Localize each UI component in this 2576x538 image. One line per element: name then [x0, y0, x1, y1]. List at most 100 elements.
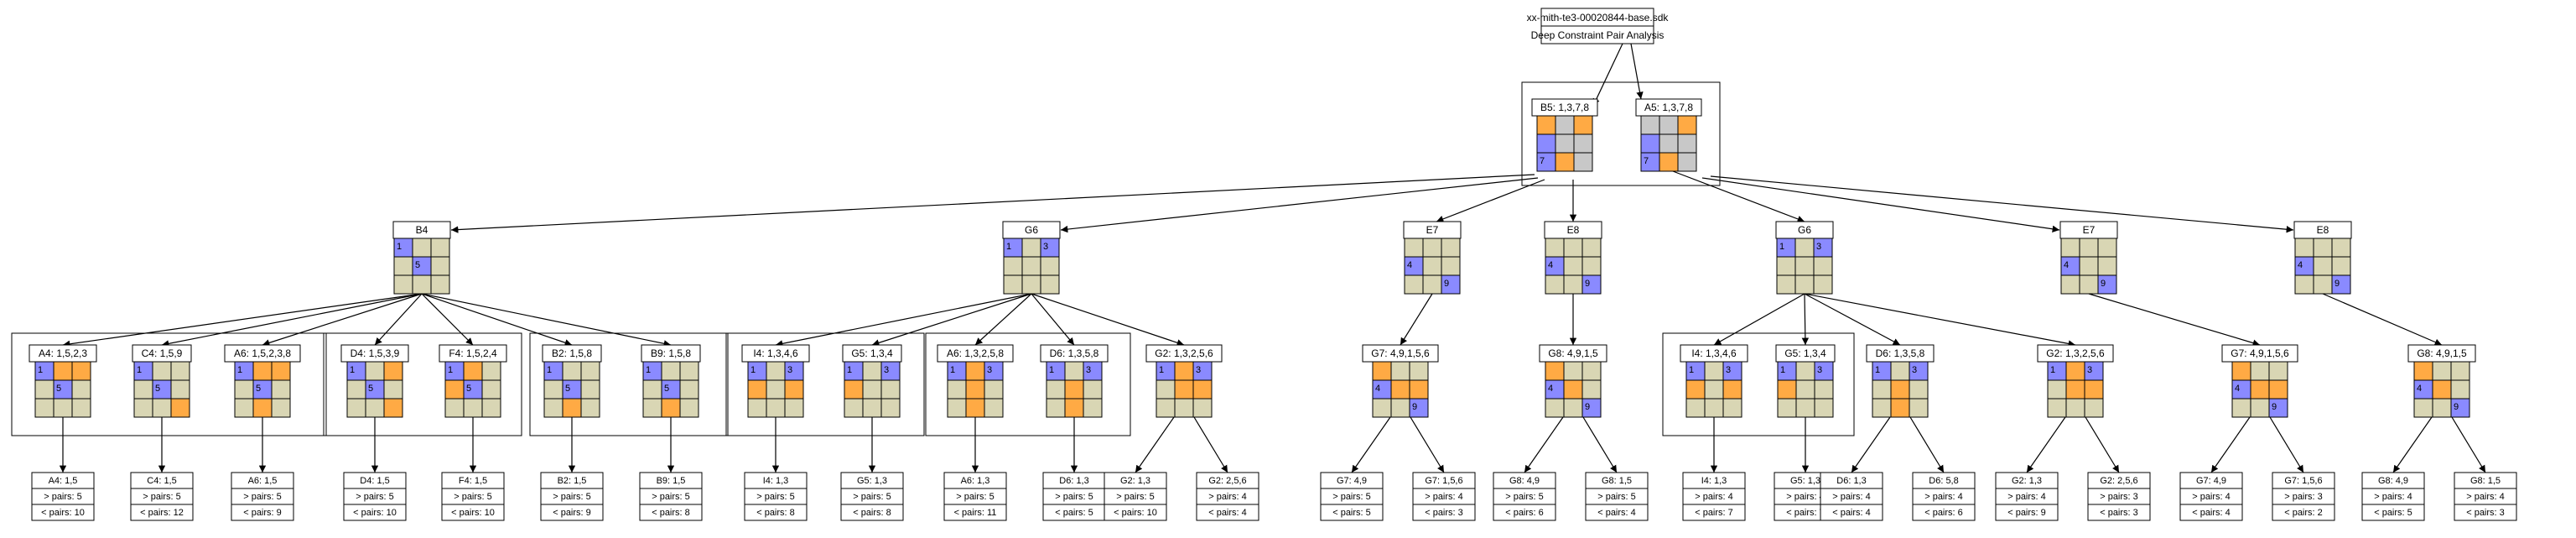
cell-number: 4: [1407, 260, 1412, 270]
grid-cell: [1003, 274, 1023, 295]
grid-cell: [383, 398, 403, 418]
groups-layer: [11, 81, 1855, 436]
edge-l2-stats: [1410, 416, 1445, 473]
stats-node: G2: 2,5,6> pairs: 3< pairs: 3: [2087, 472, 2151, 521]
cell-number: 1: [1159, 365, 1164, 375]
grid-cell: [1404, 238, 1424, 258]
edge-l2-stats: [2085, 416, 2120, 473]
stats-node: B2: 1,5> pairs: 5< pairs: 9: [540, 472, 604, 521]
stats-line: I4: 1,3: [1701, 476, 1727, 486]
grid-cell: [1704, 361, 1724, 381]
stats-line: B2: 1,5: [558, 476, 587, 486]
cell-number: 5: [466, 384, 471, 394]
grid-cell: [2432, 379, 2452, 400]
grid-cell: [2079, 238, 2099, 258]
root-node-0: B5: 1,3,7,87: [1531, 98, 1598, 172]
grid-cell: [2060, 274, 2080, 295]
node-label: A5: 1,3,7,8: [1644, 102, 1693, 113]
grid-cell: [1555, 115, 1575, 135]
grid-cell: [1872, 398, 1892, 418]
grid-cell: [1536, 115, 1556, 135]
node-label: G6: [1798, 224, 1811, 236]
node-label: A4: 1,5,2,3: [39, 347, 87, 359]
cell-number: 1: [750, 365, 756, 375]
stats-node: G7: 4,9> pairs: 4< pairs: 4: [2179, 472, 2243, 521]
grid-cell: [2432, 361, 2452, 381]
node-label: I4: 1,3,4,6: [1691, 347, 1737, 359]
edge-l2-stats: [1851, 416, 1891, 473]
stats-line: < pairs: 7: [1695, 508, 1733, 518]
grid-cell: [562, 361, 582, 381]
cell-number: 3: [1196, 365, 1201, 375]
grid-cell: [1581, 256, 1602, 276]
edge-l1-l2: [421, 293, 474, 346]
grid-cell: [2250, 361, 2270, 381]
grid-cell: [1409, 379, 1429, 400]
cell-number: 3: [1817, 365, 1822, 375]
grid-cell: [365, 398, 385, 418]
stats-line: < pairs: 3: [2100, 508, 2138, 518]
node-label: E7: [1426, 224, 1439, 236]
header-node: xx-mith-te3-00020844-base.sdk Deep Const…: [1527, 8, 1669, 44]
level2-node-6: B9: 1,5,815: [641, 344, 701, 418]
grid-cell: [1555, 133, 1575, 154]
grid-cell: [2047, 379, 2067, 400]
node-label: B9: 1,5,8: [651, 347, 691, 359]
stats-line: > pairs: 5: [454, 492, 492, 502]
edge-root-l1-6: [1710, 175, 2294, 233]
grid-cell: [679, 361, 699, 381]
cell-number: 1: [847, 365, 852, 375]
grid-cell: [1677, 152, 1697, 172]
grid-cell: [1890, 379, 1910, 400]
grid-cell: [71, 361, 91, 381]
cell-number: 1: [1875, 365, 1880, 375]
grid-cell: [463, 361, 483, 381]
grid-cell: [862, 361, 882, 381]
stats-line: > pairs: 5: [553, 492, 591, 502]
grid-cell: [1372, 398, 1392, 418]
grid-cell: [580, 398, 600, 418]
edge-l1-l2: [421, 293, 672, 347]
stats-node: G7: 1,5,6> pairs: 4< pairs: 3: [1412, 472, 1476, 521]
grid-cell: [1573, 133, 1593, 154]
grid-cell: [766, 379, 786, 400]
node-label: D4: 1,5,3,9: [351, 347, 400, 359]
stats-line: < pairs: 6: [1924, 508, 1963, 518]
grid-cell: [844, 379, 864, 400]
grid-cell: [1640, 115, 1660, 135]
grid-cell: [1083, 379, 1103, 400]
grid-cell: [412, 274, 432, 295]
grid-cell: [1046, 379, 1066, 400]
stats-line: C4: 1,5: [147, 476, 176, 486]
stats-line: G2: 2,5,6: [1208, 476, 1246, 486]
grid-cell: [747, 379, 767, 400]
edge-l1-l2: [974, 293, 1032, 346]
grid-cell: [1555, 152, 1575, 172]
grid-cell: [1685, 398, 1706, 418]
cell-number: 3: [1043, 242, 1048, 252]
grid-cell: [2413, 398, 2433, 418]
edge-l1-l2: [161, 293, 423, 347]
cell-number: 9: [1412, 402, 1417, 412]
grid-cell: [34, 398, 55, 418]
stats-line: < pairs: 11: [954, 508, 997, 518]
grid-cell: [2268, 398, 2288, 418]
cell-number: 1: [2050, 365, 2055, 375]
cell-number: 9: [2334, 279, 2340, 289]
grid-cell: [393, 256, 413, 276]
edge-l1-l2: [1031, 293, 1185, 347]
edge-l2-stats: [2210, 416, 2251, 473]
grid-cell: [580, 379, 600, 400]
cell-number: 4: [2235, 384, 2240, 394]
grid-cell: [463, 398, 483, 418]
stats-line: < pairs: 4: [1832, 508, 1871, 518]
grid-cell: [1659, 152, 1679, 172]
stats-node: A6: 1,5> pairs: 5< pairs: 9: [231, 472, 294, 521]
stats-line: D6: 1,3: [1059, 476, 1088, 486]
grid-cell: [747, 398, 767, 418]
cell-number: 4: [2417, 384, 2422, 394]
